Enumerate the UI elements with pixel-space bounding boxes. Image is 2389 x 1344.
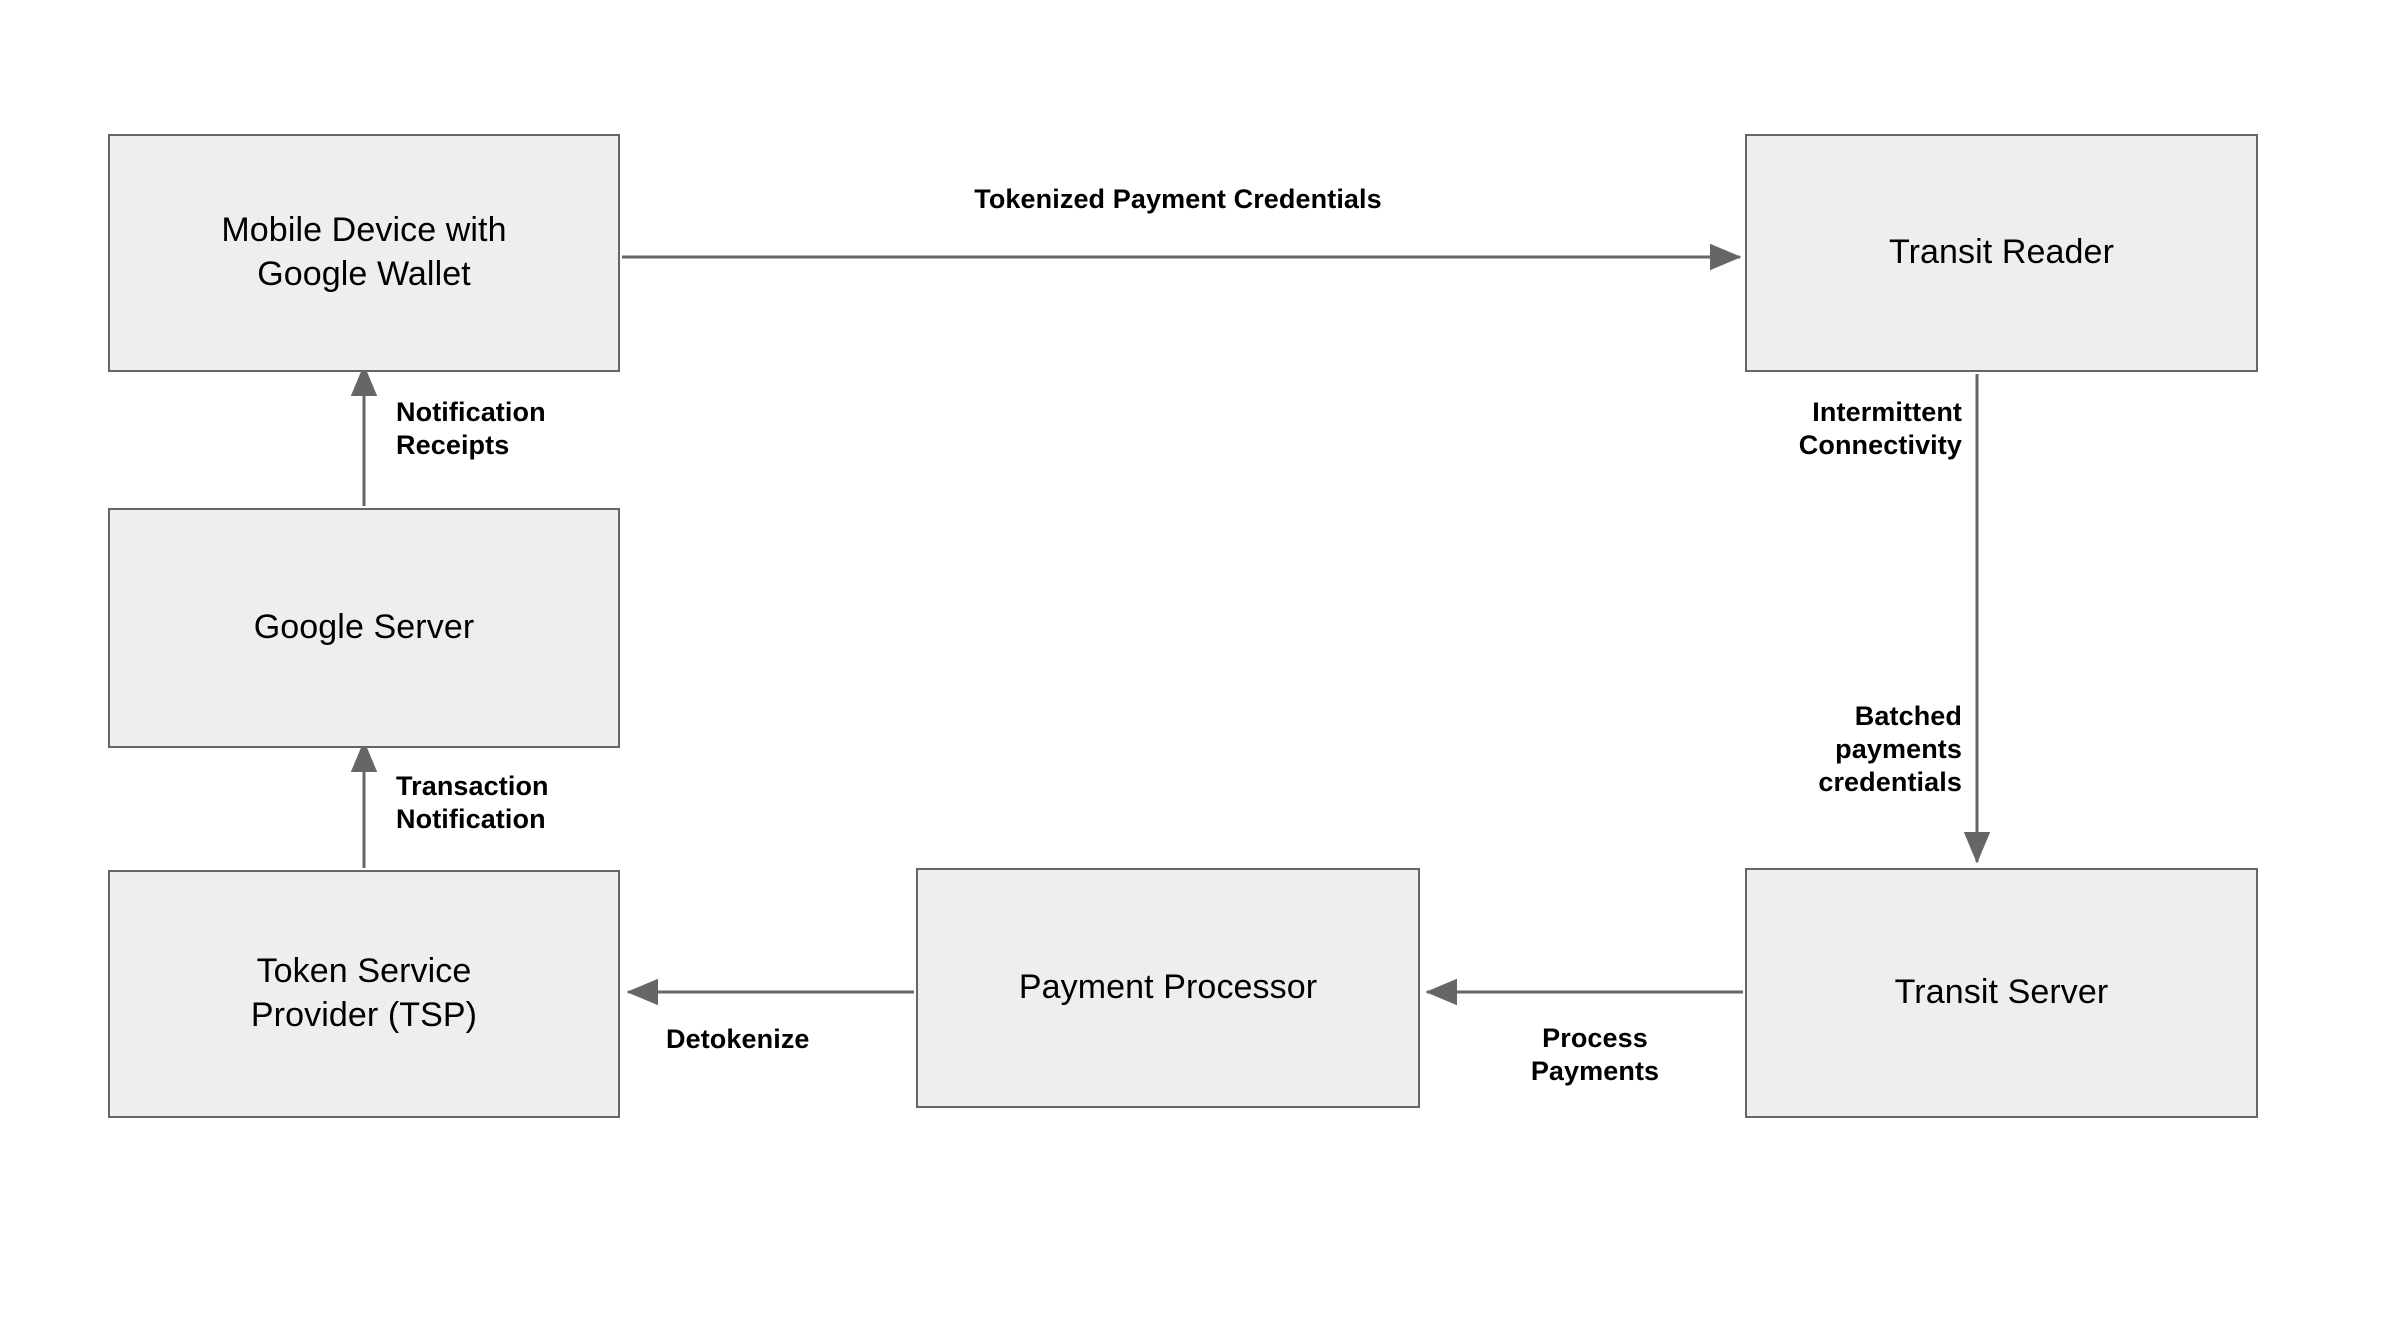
node-mobile-device[interactable]: Mobile Device with Google Wallet [108,134,620,372]
node-google-server-label: Google Server [253,608,475,647]
edge-label-transaction-notification: Transaction Notification [396,771,549,834]
node-transit-server[interactable]: Transit Server [1745,868,2258,1118]
node-payment-processor-label: Payment Processor [1018,968,1318,1007]
edge-label-intermittent-connectivity: Intermittent Connectivity [1798,397,1962,460]
node-payment-processor[interactable]: Payment Processor [916,868,1420,1108]
edge-label-batched-payments-credentials: Batched payments credentials [1818,701,1962,797]
node-token-service-provider-label: Token Service Provider (TSP) [250,952,478,1034]
node-mobile-device-label: Mobile Device with Google Wallet [221,211,507,293]
edge-label-detokenize: Detokenize [666,1024,810,1054]
edge-label-tokenized-payment-credentials: Tokenized Payment Credentials [974,184,1382,214]
edge-label-process-payments: Process Payments [1530,1023,1660,1086]
node-transit-reader[interactable]: Transit Reader [1745,134,2258,372]
node-google-server[interactable]: Google Server [108,508,620,748]
node-token-service-provider[interactable]: Token Service Provider (TSP) [108,870,620,1118]
edge-label-notification-receipts: Notification Receipts [396,397,546,460]
node-transit-reader-label: Transit Reader [1888,233,2114,272]
node-transit-server-label: Transit Server [1894,973,2109,1012]
